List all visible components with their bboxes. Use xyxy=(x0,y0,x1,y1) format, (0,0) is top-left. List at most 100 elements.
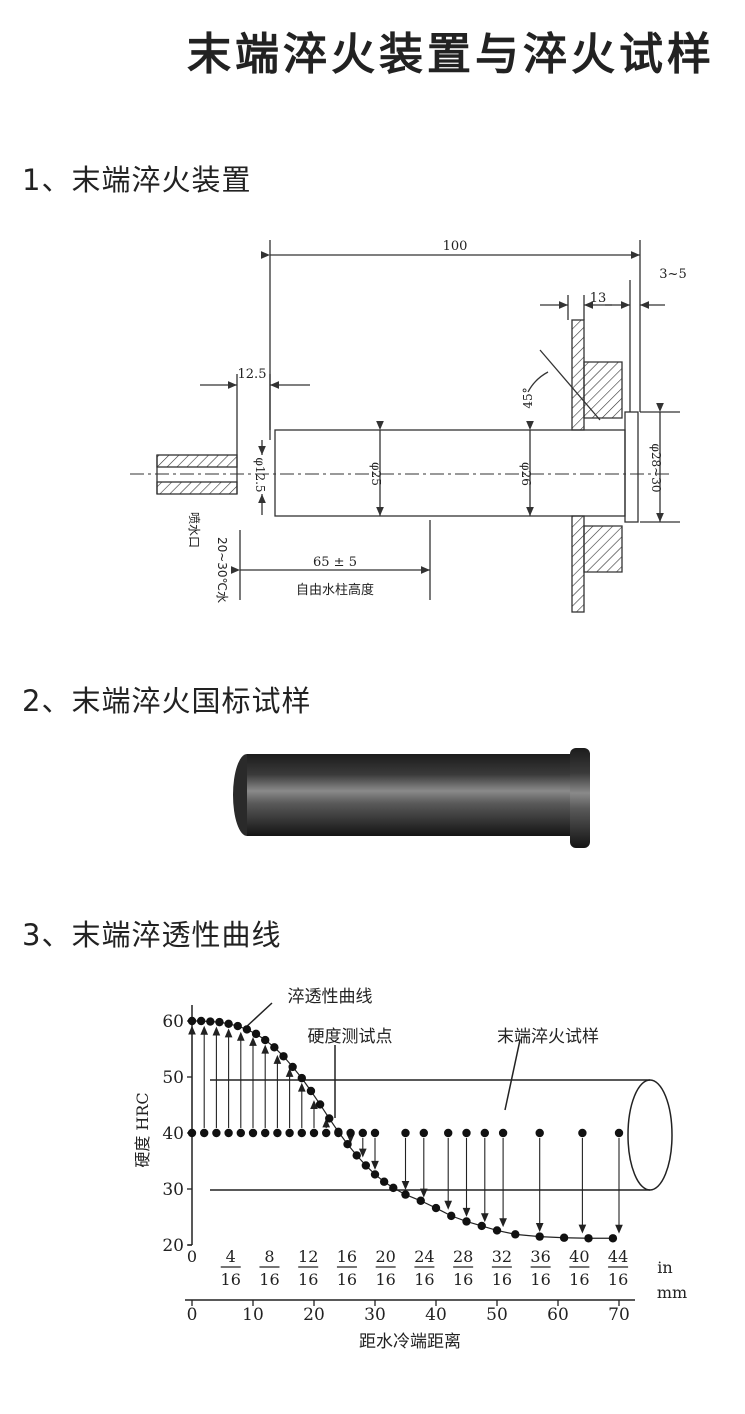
test-arrow-head xyxy=(578,1224,587,1234)
curve-point xyxy=(361,1161,371,1170)
curve-point xyxy=(584,1234,593,1243)
leader-specimen xyxy=(504,1039,521,1111)
x-in-tick-numerator: 24 xyxy=(414,1247,434,1266)
test-point xyxy=(614,1128,624,1138)
test-arrow-head xyxy=(462,1207,471,1217)
curve-point xyxy=(492,1226,502,1235)
test-arrow-head xyxy=(419,1188,428,1198)
specimen-photo xyxy=(233,748,590,848)
curve-point xyxy=(379,1177,389,1186)
test-arrow-head xyxy=(200,1025,209,1035)
x-in-tick-numerator: 28 xyxy=(453,1247,473,1266)
test-point xyxy=(322,1128,331,1138)
test-point xyxy=(358,1128,367,1138)
curve-point xyxy=(288,1062,297,1072)
test-point xyxy=(187,1128,197,1138)
curve-point xyxy=(325,1114,334,1123)
annotation-specimen: 末端淬火试样 xyxy=(497,1027,599,1047)
x-in-tick-denominator: 16 xyxy=(492,1270,512,1289)
x-mm-tick-label: 30 xyxy=(364,1305,386,1325)
test-point xyxy=(334,1128,343,1138)
annotation-curve: 淬透性曲线 xyxy=(288,987,373,1007)
test-point xyxy=(401,1128,410,1138)
test-point xyxy=(224,1128,233,1138)
test-arrow-head xyxy=(444,1200,453,1210)
curve-point xyxy=(306,1086,316,1096)
x-mm-tick-label: 50 xyxy=(486,1305,508,1325)
dim-chamfer: 45° xyxy=(521,387,535,408)
nozzle-wall-top xyxy=(156,454,238,468)
curve-point xyxy=(477,1221,486,1231)
x-mm-tick-label: 60 xyxy=(547,1305,569,1325)
test-arrow-head xyxy=(188,1025,196,1035)
test-arrow-head xyxy=(261,1044,270,1054)
dim-gap: 3~5 xyxy=(659,267,686,282)
label-free-water-column: 自由水柱高度 xyxy=(296,582,374,598)
test-arrow-head xyxy=(480,1213,489,1223)
curve-point xyxy=(559,1233,569,1242)
document-title: 末端淬火装置与淬火试样 xyxy=(187,29,715,80)
curve-point xyxy=(431,1203,441,1213)
test-point xyxy=(578,1128,587,1138)
test-point xyxy=(200,1128,209,1138)
x-in-tick-denominator: 16 xyxy=(259,1270,279,1289)
y-tick-label: 30 xyxy=(162,1180,184,1200)
x-in-tick-denominator: 16 xyxy=(414,1270,434,1289)
curve-point xyxy=(315,1100,325,1109)
test-arrow-head xyxy=(224,1028,233,1038)
x-mm-tick-label: 20 xyxy=(303,1305,325,1325)
x-mm-tick-label: 0 xyxy=(187,1305,198,1325)
x-in-tick-numerator: 12 xyxy=(298,1247,318,1266)
nozzle-wall-bottom xyxy=(156,481,238,495)
test-arrow-head xyxy=(297,1082,306,1092)
fixture-plate-top xyxy=(571,319,585,431)
specimen-head xyxy=(624,411,639,523)
leader-curve xyxy=(244,1002,273,1029)
label-nozzle: 喷水口 xyxy=(187,512,201,548)
test-arrow-head xyxy=(401,1181,410,1190)
curve-point xyxy=(462,1217,471,1226)
test-point xyxy=(346,1128,355,1138)
curve-point xyxy=(270,1043,279,1052)
curve-point xyxy=(401,1190,410,1199)
x-in-tick-numerator: 44 xyxy=(608,1247,628,1266)
x-in-tick-denominator: 16 xyxy=(298,1270,318,1289)
x-in-tick-numerator: 40 xyxy=(569,1247,589,1266)
curve-point xyxy=(343,1140,352,1149)
quench-apparatus-drawing: 100 3~5 13 12.5 45° φ12.5 φ25 φ26 φ28~30… xyxy=(130,239,687,613)
dim-neck-diameter: φ26 xyxy=(519,462,533,486)
test-point xyxy=(248,1128,258,1138)
test-point xyxy=(261,1128,270,1138)
x-mm-tick-label: 70 xyxy=(608,1305,630,1325)
test-arrow-head xyxy=(212,1026,221,1036)
x-in-tick-numerator: 4 xyxy=(226,1247,236,1266)
y-tick-label: 40 xyxy=(162,1124,184,1144)
curve-point xyxy=(242,1025,252,1034)
dim-nozzle-offset: 12.5 xyxy=(238,367,267,382)
test-arrow-head xyxy=(371,1160,379,1170)
test-arrow-head xyxy=(273,1054,282,1064)
x-in-tick-label: 0 xyxy=(187,1247,197,1266)
test-arrow-head xyxy=(535,1223,544,1232)
test-point xyxy=(236,1128,245,1138)
curve-point xyxy=(196,1016,206,1026)
test-point xyxy=(212,1128,221,1138)
test-point xyxy=(444,1128,453,1138)
specimen-body xyxy=(274,429,626,517)
x-axis-in-unit: in xyxy=(657,1258,672,1277)
curve-point xyxy=(535,1232,544,1241)
curve-point xyxy=(224,1019,233,1028)
test-point xyxy=(285,1128,294,1138)
x-in-tick-numerator: 16 xyxy=(337,1247,357,1266)
test-point xyxy=(419,1128,428,1138)
section-heading-specimen: 2、末端淬火国标试样 xyxy=(22,684,312,718)
curve-point xyxy=(215,1017,224,1027)
test-point xyxy=(480,1128,489,1138)
y-tick-label: 20 xyxy=(162,1236,184,1256)
x-in-tick-denominator: 16 xyxy=(337,1270,357,1289)
x-axis-label: 距水冷端距离 xyxy=(359,1332,461,1352)
fixture-block-top xyxy=(583,361,623,419)
x-in-tick-denominator: 16 xyxy=(608,1270,628,1289)
curve-point xyxy=(187,1016,197,1026)
